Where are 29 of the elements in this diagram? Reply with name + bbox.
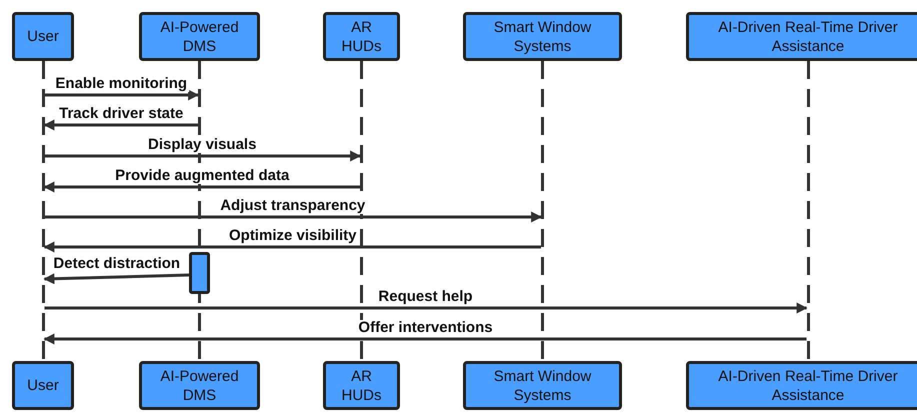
message-arrow bbox=[44, 150, 362, 162]
message-arrow bbox=[43, 334, 806, 344]
message-arrow bbox=[43, 182, 360, 192]
participant-box: AI-Powered DMS bbox=[139, 12, 260, 61]
lifeline bbox=[541, 61, 544, 361]
message-arrow bbox=[43, 120, 198, 130]
participant-box: AI-Powered DMS bbox=[139, 361, 260, 410]
participant-box: Smart Window Systems bbox=[463, 12, 622, 61]
participant-box: AR HUDs bbox=[323, 12, 400, 61]
edge-label: Adjust transparency bbox=[218, 198, 368, 214]
edge-label: Enable monitoring bbox=[53, 76, 190, 92]
message-arrow bbox=[43, 273, 190, 284]
participant-box: User bbox=[12, 361, 74, 410]
message-arrow bbox=[44, 90, 200, 100]
edge-label: Request help bbox=[376, 289, 475, 305]
participant-box: Smart Window Systems bbox=[463, 361, 622, 410]
participant-box: AI-Driven Real-Time Driver Assistance bbox=[686, 361, 917, 410]
lifeline bbox=[806, 61, 810, 361]
message-arrow bbox=[43, 242, 541, 252]
activation-bar bbox=[189, 252, 210, 294]
message-arrow bbox=[44, 212, 542, 222]
edge-label: Provide augmented data bbox=[113, 168, 292, 184]
edge-label: Optimize visibility bbox=[226, 228, 359, 244]
participant-box: User bbox=[12, 12, 74, 61]
participant-box: AI-Driven Real-Time Driver Assistance bbox=[686, 12, 917, 61]
message-arrow bbox=[44, 302, 808, 314]
edge-label: Display visuals bbox=[146, 137, 258, 153]
participant-box: AR HUDs bbox=[323, 361, 400, 410]
lifeline bbox=[42, 61, 44, 361]
